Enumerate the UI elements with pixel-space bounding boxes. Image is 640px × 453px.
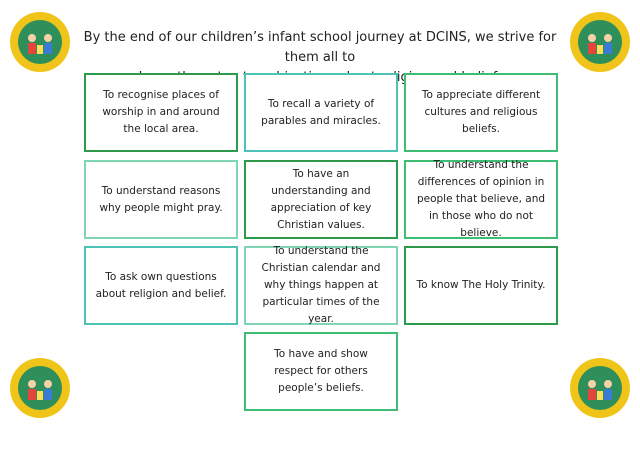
objective-text: To appreciate different cultures and rel… (421, 89, 541, 135)
objective-text: To recognise places of worship in and ar… (102, 89, 220, 135)
objective-text: To understand the differences of opinion… (416, 159, 546, 239)
objective-card-8: To understand the Christian calendar and… (244, 245, 398, 325)
objective-card-10: To have and show respect for others peop… (244, 332, 398, 411)
school-logo-bottom-right (570, 358, 630, 418)
school-logo-icon (11, 359, 69, 417)
objective-card-9: To know The Holy Trinity. (404, 246, 558, 325)
intro-line-1: By the end of our children’s infant scho… (83, 30, 557, 65)
school-logo-icon (571, 13, 629, 71)
objective-text: To understand the Christian calendar and… (261, 245, 381, 325)
objective-text: To have an understanding and appreciatio… (270, 167, 372, 231)
objective-card-1: To recognise places of worship in and ar… (84, 73, 238, 152)
objective-card-7: To ask own questions about religion and … (84, 246, 238, 325)
objective-card-6: To understand the differences of opinion… (404, 159, 558, 239)
school-logo-top-left (10, 12, 70, 72)
objective-text: To recall a variety of parables and mira… (261, 97, 381, 127)
objective-text: To ask own questions about religion and … (95, 270, 227, 300)
school-logo-bottom-left (10, 358, 70, 418)
objective-card-5: To have an understanding and appreciatio… (244, 160, 398, 239)
school-logo-icon (11, 13, 69, 71)
objective-text: To understand reasons why people might p… (99, 184, 223, 214)
school-logo-top-right (570, 12, 630, 72)
school-logo-icon (571, 359, 629, 417)
objective-card-4: To understand reasons why people might p… (84, 160, 238, 239)
objective-card-2: To recall a variety of parables and mira… (244, 73, 398, 152)
objective-text: To know The Holy Trinity. (416, 279, 546, 291)
objective-text: To have and show respect for others peop… (274, 348, 368, 394)
objective-card-3: To appreciate different cultures and rel… (404, 73, 558, 152)
